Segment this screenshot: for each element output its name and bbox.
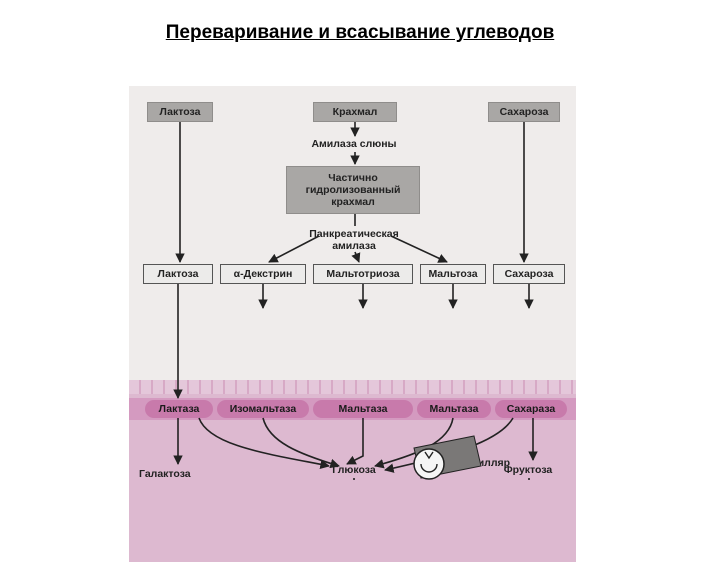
galactose-label: Галактоза — [139, 468, 191, 480]
arrow-to-dextrin — [268, 235, 320, 263]
arrow-to-maltose — [390, 235, 448, 263]
pancreatic-amylase-line-2: амилаза — [332, 240, 376, 252]
sucrose-box: Сахароза — [493, 264, 565, 284]
arrow-to-maltotriose — [351, 251, 361, 263]
pancreatic-amylase-label: Панкреатическая амилаза — [289, 228, 419, 252]
arrow-isomaltase-glucose — [262, 417, 340, 469]
alpha-dextrin-box: α-Декстрин — [220, 264, 306, 284]
collector-right — [528, 478, 530, 480]
partial-starch-box: Частично гидролизованный крахмал — [286, 166, 420, 214]
sucrase-enzyme: Сахараза — [495, 400, 567, 418]
page-title: Переваривание и всасывание углеводов — [165, 22, 555, 43]
sucrose-source-box: Сахароза — [488, 102, 560, 122]
maltose-box: Мальтоза — [420, 264, 486, 284]
partial-starch-line-2: гидролизованный — [305, 184, 401, 196]
maltase-enzyme-2: Мальтаза — [417, 400, 491, 418]
saliva-amylase-label: Амилаза слюны — [311, 138, 397, 150]
starch-box: Крахмал — [313, 102, 397, 122]
pancreatic-amylase-line-1: Панкреатическая — [309, 228, 399, 240]
partial-starch-line-3: крахмал — [331, 196, 375, 208]
arrow-lactase-glucose — [198, 417, 330, 470]
lactose-box: Лактоза — [143, 264, 213, 284]
isomaltase-enzyme: Изомальтаза — [217, 400, 309, 418]
partial-starch-line-1: Частично — [328, 172, 378, 184]
maltotriose-box: Мальтотриоза — [313, 264, 413, 284]
maltase-enzyme-1: Мальтаза — [313, 400, 413, 418]
microvilli-border — [129, 380, 576, 394]
carbohydrate-digestion-diagram: Лактоза Крахмал Сахароза Амилаза слюны Ч… — [129, 86, 576, 562]
fructose-label: Фруктоза — [503, 464, 553, 476]
capillary-icon — [413, 435, 482, 480]
lactose-source-box: Лактоза — [147, 102, 213, 122]
flow-arrows — [173, 122, 538, 480]
lactase-enzyme: Лактаза — [145, 400, 213, 418]
arrow-maltase1-glucose — [346, 418, 364, 465]
glucose-label: Глюкоза — [332, 464, 376, 476]
